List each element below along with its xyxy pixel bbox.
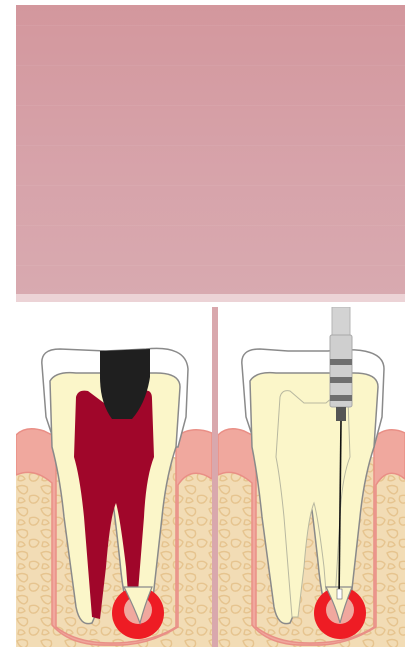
infected-tooth-panel xyxy=(16,307,212,647)
root-canal-treatment-panel xyxy=(218,307,405,647)
top-panel-base xyxy=(16,294,405,302)
top-image-panel xyxy=(16,5,405,302)
